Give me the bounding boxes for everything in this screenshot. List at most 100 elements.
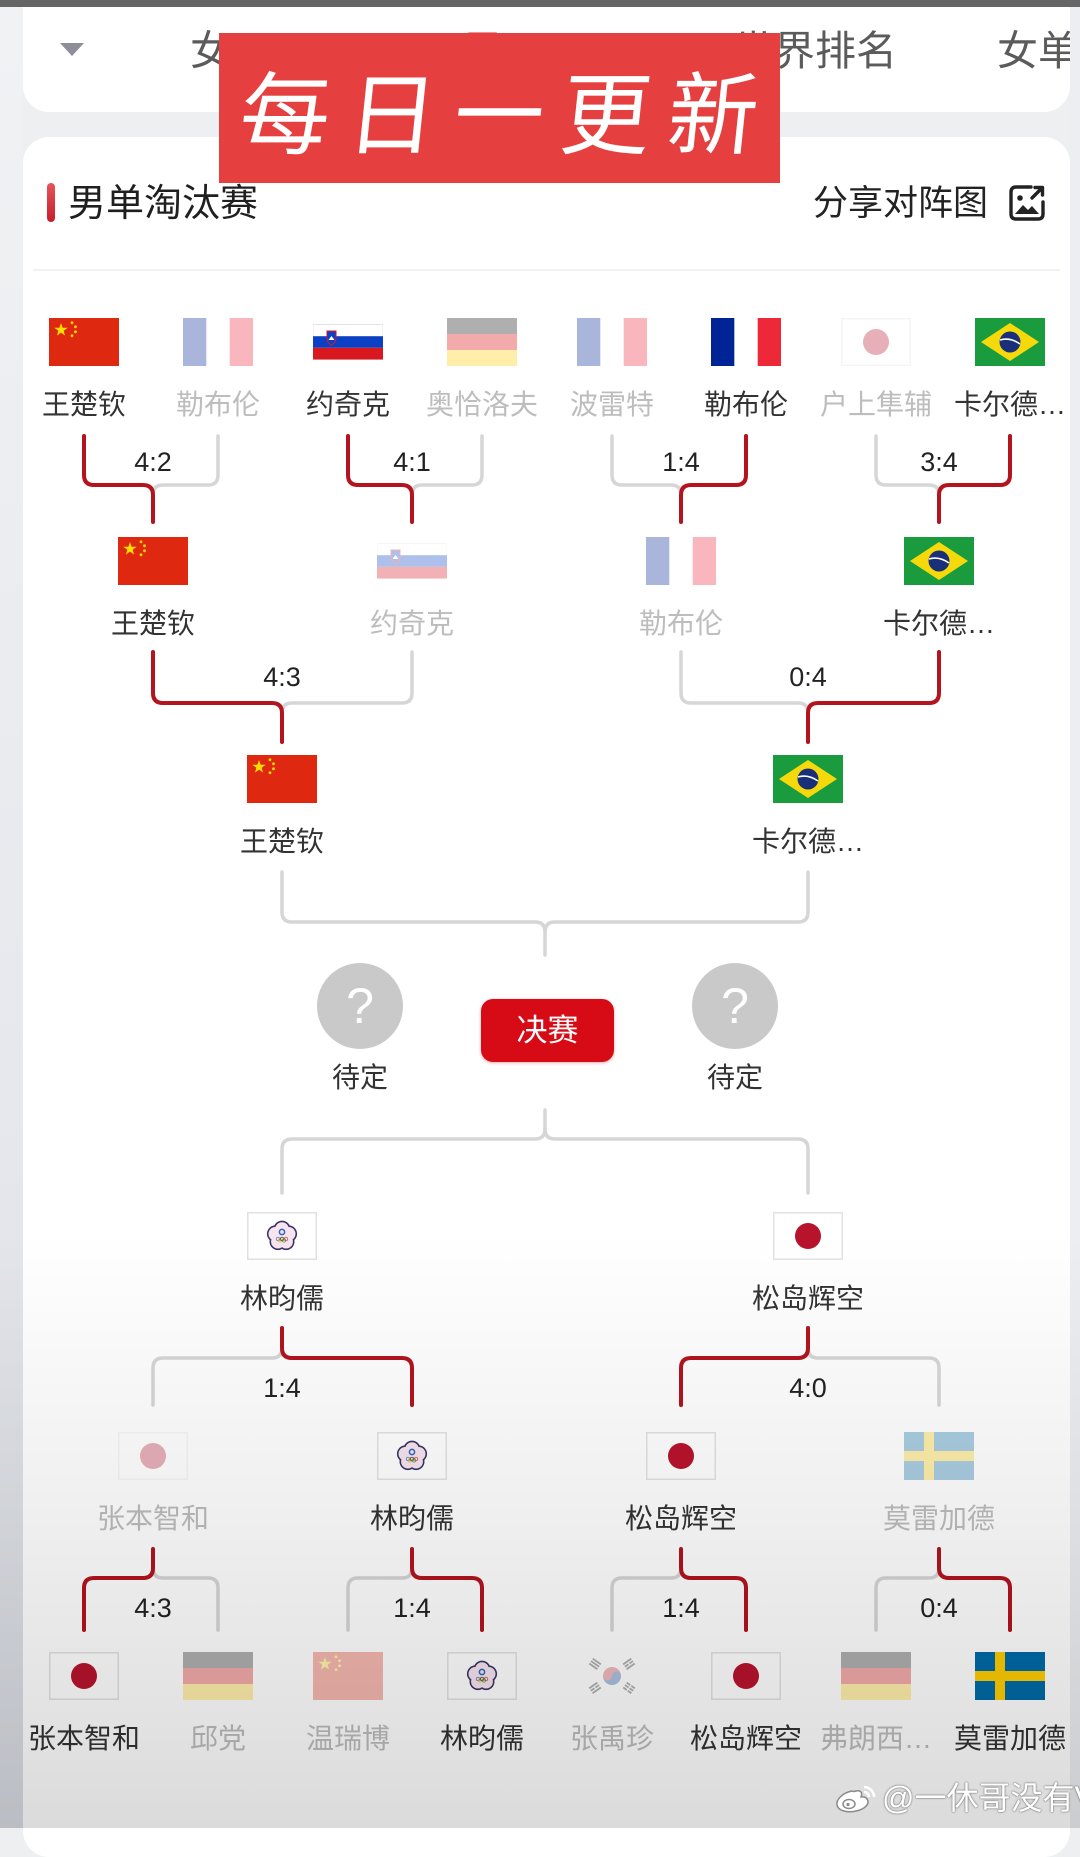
section-title: 男单淘汰赛 xyxy=(68,183,259,225)
player-card[interactable]: 约奇克 xyxy=(268,318,428,421)
player-name: 林昀儒 xyxy=(439,1723,524,1754)
match-score: 4:2 xyxy=(134,447,172,477)
player-name: 波雷特 xyxy=(569,389,654,420)
germany-flag-icon xyxy=(183,1652,253,1700)
match-score: 0:4 xyxy=(789,662,827,692)
match-score: 4:1 xyxy=(393,447,431,477)
player-card[interactable]: 卡尔德… xyxy=(859,537,1019,640)
player-name: 卡尔德… xyxy=(953,389,1066,420)
korea-flag-icon xyxy=(577,1652,647,1700)
chinese-taipei-flag-icon xyxy=(447,1652,517,1700)
player-name: 约奇克 xyxy=(369,608,454,639)
player-name: 王楚钦 xyxy=(239,826,324,857)
player-card[interactable]: 张本智和 xyxy=(4,1652,164,1755)
tab-women-singles-2[interactable]: 女单 xyxy=(997,28,1070,74)
player-name: 松岛辉空 xyxy=(751,1283,864,1314)
pending-player-avatar: ? xyxy=(692,963,778,1049)
pending-player-label: 待定 xyxy=(706,1062,763,1093)
match-score: 3:4 xyxy=(920,447,958,477)
japan-flag-icon xyxy=(49,1652,119,1700)
brazil-flag-icon xyxy=(773,755,843,803)
japan-flag-icon xyxy=(841,318,911,366)
match-score: 4:0 xyxy=(789,1373,827,1403)
player-card[interactable]: 松岛辉空 xyxy=(728,1212,888,1315)
player-name: 松岛辉空 xyxy=(624,1503,737,1534)
chinese-taipei-flag-icon xyxy=(247,1212,317,1260)
player-card[interactable]: 弗朗西… xyxy=(796,1652,956,1755)
france-flag-icon xyxy=(577,318,647,366)
player-name: 约奇克 xyxy=(305,389,390,420)
weibo-icon xyxy=(836,1785,876,1813)
player-name: 张禹珍 xyxy=(569,1723,654,1754)
page-right-edge xyxy=(1070,0,1080,1828)
player-name: 勒布伦 xyxy=(175,389,260,420)
player-name: 张本智和 xyxy=(27,1723,140,1754)
player-card[interactable]: 林昀儒 xyxy=(332,1432,492,1535)
player-card[interactable]: 林昀儒 xyxy=(202,1212,362,1315)
daily-update-banner: 每日一更新 xyxy=(219,33,780,183)
china-flag-icon xyxy=(247,755,317,803)
player-card[interactable]: 张禹珍 xyxy=(532,1652,692,1755)
share-image-icon[interactable] xyxy=(1007,183,1047,223)
pending-player-label: 待定 xyxy=(331,1062,388,1093)
header-divider xyxy=(33,269,1060,271)
player-card[interactable]: 勒布伦 xyxy=(601,537,761,640)
player-name: 林昀儒 xyxy=(239,1283,324,1314)
japan-flag-icon xyxy=(711,1652,781,1700)
player-name: 勒布伦 xyxy=(638,608,723,639)
player-name: 户上隼辅 xyxy=(819,389,932,420)
player-name: 林昀儒 xyxy=(369,1503,454,1534)
watermark-text: @一休哥没有V xyxy=(882,1780,1080,1816)
slovenia-flag-icon xyxy=(313,318,383,366)
page-left-edge xyxy=(0,0,23,1828)
chinese-taipei-flag-icon xyxy=(377,1432,447,1480)
player-name: 松岛辉空 xyxy=(689,1723,802,1754)
japan-flag-icon xyxy=(773,1212,843,1260)
player-card[interactable]: 约奇克 xyxy=(332,537,492,640)
france-flag-icon xyxy=(646,537,716,585)
player-name: 勒布伦 xyxy=(703,389,788,420)
caret-down-icon[interactable] xyxy=(60,43,84,56)
share-bracket-button[interactable]: 分享对阵图 xyxy=(813,184,989,223)
china-flag-icon xyxy=(49,318,119,366)
france-flag-icon xyxy=(183,318,253,366)
player-card[interactable]: 张本智和 xyxy=(73,1432,233,1535)
player-card[interactable]: 莫雷加德 xyxy=(859,1432,1019,1535)
player-name: 奥恰洛夫 xyxy=(425,389,538,420)
bracket-card xyxy=(23,137,1070,1857)
player-card[interactable]: 莫雷加德 xyxy=(930,1652,1080,1755)
player-card[interactable]: 王楚钦 xyxy=(73,537,233,640)
germany-flag-icon xyxy=(841,1652,911,1700)
match-score: 4:3 xyxy=(134,1593,172,1623)
player-card[interactable]: 卡尔德… xyxy=(930,318,1080,421)
player-card[interactable]: 户上隼辅 xyxy=(796,318,956,421)
final-button[interactable]: 决赛 xyxy=(481,999,614,1062)
player-card[interactable]: 奥恰洛夫 xyxy=(402,318,562,421)
match-score: 1:4 xyxy=(263,1373,301,1403)
player-name: 莫雷加德 xyxy=(882,1503,995,1534)
player-card[interactable]: 勒布伦 xyxy=(666,318,826,421)
player-name: 卡尔德… xyxy=(882,608,995,639)
japan-flag-icon xyxy=(646,1432,716,1480)
player-card[interactable]: 温瑞博 xyxy=(268,1652,428,1755)
match-score: 1:4 xyxy=(393,1593,431,1623)
player-card[interactable]: 卡尔德… xyxy=(728,755,888,858)
sweden-flag-icon xyxy=(904,1432,974,1480)
player-card[interactable]: 松岛辉空 xyxy=(666,1652,826,1755)
player-card[interactable]: 松岛辉空 xyxy=(601,1432,761,1535)
player-card[interactable]: 波雷特 xyxy=(532,318,692,421)
player-name: 莫雷加德 xyxy=(953,1723,1066,1754)
player-card[interactable]: 林昀儒 xyxy=(402,1652,562,1755)
player-card[interactable]: 王楚钦 xyxy=(202,755,362,858)
france-flag-icon xyxy=(711,318,781,366)
watermark: @一休哥没有V xyxy=(834,1780,1080,1816)
match-score: 1:4 xyxy=(662,447,700,477)
match-score: 4:3 xyxy=(263,662,301,692)
player-name: 弗朗西… xyxy=(819,1723,932,1754)
player-card[interactable]: 勒布伦 xyxy=(138,318,298,421)
brazil-flag-icon xyxy=(975,318,1045,366)
match-score: 0:4 xyxy=(920,1593,958,1623)
player-card[interactable]: 邱党 xyxy=(138,1652,298,1755)
player-name: 张本智和 xyxy=(96,1503,209,1534)
player-card[interactable]: 王楚钦 xyxy=(4,318,164,421)
